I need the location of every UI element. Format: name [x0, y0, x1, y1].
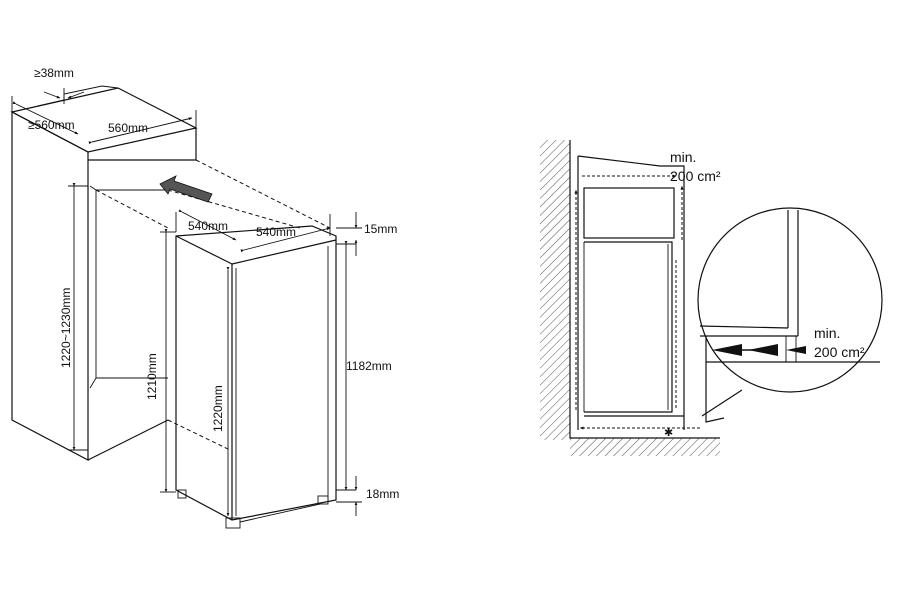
wall-surface: [569, 140, 720, 439]
cabinet-inner-back: [89, 185, 168, 379]
cabinet-inner-floor: [89, 377, 97, 389]
label-niche-depth: 560mm: [108, 121, 148, 135]
cabinet-top-notch: [37, 85, 119, 107]
label-appliance-height: 1220mm: [211, 385, 225, 432]
detail-circle: [697, 207, 883, 393]
appliance-body: [175, 225, 337, 529]
appliance-base: [239, 503, 321, 523]
projection-line: [95, 189, 169, 229]
wall-hatch: [540, 140, 570, 440]
label-top-vent-area: 200 cm²: [670, 168, 721, 184]
label-top-gap: ≥38mm: [34, 66, 74, 80]
label-appliance-depth: 540mm: [256, 225, 296, 239]
airflow-arrows-icon: [712, 344, 806, 356]
cabinet-side-panel: [11, 111, 89, 461]
cabinet-bottom-edge: [87, 419, 169, 461]
niche-cabinet: [10, 85, 331, 461]
appliance-foot: [225, 517, 241, 529]
appliance-foot: [317, 495, 329, 505]
label-door-height: 1182mm: [346, 359, 392, 373]
cabinet-top-front: [577, 155, 685, 430]
detail-callout: [697, 207, 883, 423]
label-appliance-width: 540mm: [188, 219, 228, 233]
appliance-outline: [175, 225, 337, 521]
vent-star-icon: ✱: [664, 427, 673, 439]
projection-line: [167, 419, 231, 451]
top-cupboard: [583, 187, 675, 239]
label-bottom-vent-area: 200 cm²: [814, 344, 865, 360]
label-bottom-offset: 18mm: [366, 487, 399, 501]
insertion-arrow-icon: [159, 175, 213, 203]
section-view: ✱: [540, 140, 720, 456]
label-inner-height: 1210mm: [145, 353, 159, 400]
projection-line: [167, 189, 301, 229]
label-bottom-vent-min: min.: [814, 325, 840, 341]
label-top-offset: 15mm: [364, 222, 397, 236]
callout-pointer: [705, 336, 725, 423]
label-top-vent-min: min.: [670, 149, 696, 165]
label-niche-height: 1220~1230mm: [59, 288, 73, 368]
appliance-foot: [177, 489, 187, 499]
appliance-front-top-edge: [175, 235, 233, 265]
label-niche-width: ≥560mm: [28, 118, 75, 132]
appliance-section: [584, 241, 673, 413]
appliance-top-edge: [231, 239, 337, 265]
dimension-lines: [11, 88, 362, 517]
floor-hatch: [570, 438, 720, 456]
